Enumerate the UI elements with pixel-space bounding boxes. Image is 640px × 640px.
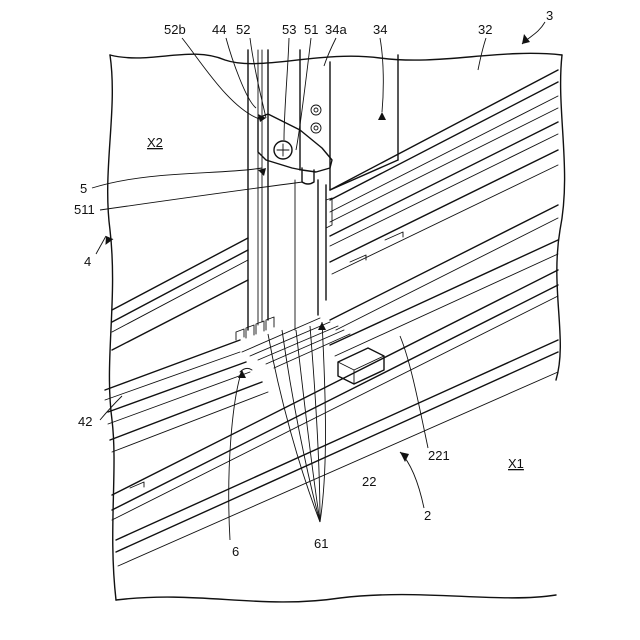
leader-4 xyxy=(96,236,106,254)
label-3: 3 xyxy=(546,8,553,23)
leader-34 xyxy=(380,38,383,112)
connector-221 xyxy=(338,348,384,384)
frame-32-edge-3 xyxy=(330,96,558,212)
leader-61-e xyxy=(320,322,326,522)
fin-1 xyxy=(236,329,244,340)
label-52: 52 xyxy=(236,22,250,37)
label-61: 61 xyxy=(314,536,328,551)
screw-53-cross xyxy=(277,144,289,156)
frame-32-edge-4 xyxy=(330,108,558,222)
arrow-3 xyxy=(522,34,530,44)
arrow-61 xyxy=(318,322,326,330)
hole-upper xyxy=(311,105,321,115)
rail-22-edge-2 xyxy=(112,285,558,510)
hole-lower xyxy=(311,123,321,133)
frame-4-edge-3 xyxy=(112,260,248,332)
break-lines xyxy=(108,53,565,602)
rail-42-edge-3 xyxy=(108,362,246,412)
label-5: 5 xyxy=(80,181,87,196)
label-X2: X2 xyxy=(147,135,163,150)
post-44-bracket xyxy=(326,198,332,228)
label-6: 6 xyxy=(232,544,239,559)
rail-42-edge-4 xyxy=(108,372,250,424)
label-34: 34 xyxy=(373,22,387,37)
label-32: 32 xyxy=(478,22,492,37)
label-34a: 34a xyxy=(325,22,347,37)
rail-22-edge-4 xyxy=(116,340,558,540)
label-53: 53 xyxy=(282,22,296,37)
fin-3 xyxy=(256,321,264,334)
panel-34-bottom-edge xyxy=(330,160,398,190)
fins-61 xyxy=(236,317,350,368)
leader-52b xyxy=(182,38,262,120)
leader-5 xyxy=(92,168,262,188)
label-511: 511 xyxy=(74,202,95,217)
frame-32-edge-1 xyxy=(330,70,558,190)
fin-4 xyxy=(266,317,274,330)
connector-221-box xyxy=(338,348,384,384)
top-break-line xyxy=(110,53,562,63)
frame-4 xyxy=(112,238,248,350)
rail-42-edge-2 xyxy=(105,352,240,400)
frame-4-edge-4 xyxy=(112,280,248,350)
frame-4-edge-2 xyxy=(112,250,248,322)
label-44: 44 xyxy=(212,22,226,37)
fin-2 xyxy=(246,325,254,338)
frame-32-edge-6 xyxy=(330,134,558,246)
leader-32 xyxy=(478,38,486,70)
bracket-5-body xyxy=(258,114,332,172)
label-22: 22 xyxy=(362,474,376,489)
label-52b: 52b xyxy=(164,22,186,37)
bracket-5 xyxy=(258,114,332,184)
frame-32-edge-5 xyxy=(330,122,558,236)
label-X1: X1 xyxy=(508,456,524,471)
rail-lower xyxy=(105,205,558,566)
label-221: 221 xyxy=(428,448,450,463)
frame-32 xyxy=(330,70,558,274)
leader-61-b xyxy=(282,330,320,522)
label-4: 4 xyxy=(84,254,91,269)
leader-2 xyxy=(400,452,424,508)
hole-lower-inner xyxy=(314,126,318,130)
frame-4-edge-1 xyxy=(112,238,248,310)
label-2: 2 xyxy=(424,508,431,523)
arrow-2 xyxy=(400,452,409,462)
rail-42-edge-1 xyxy=(105,340,240,390)
leader-61-d xyxy=(310,326,320,522)
rail-22-edge-6 xyxy=(118,372,558,566)
bottom-break-line xyxy=(116,595,556,602)
leader-511 xyxy=(100,182,303,210)
post-44 xyxy=(248,50,332,330)
rail-22-edge-3 xyxy=(112,296,558,520)
label-51: 51 xyxy=(304,22,318,37)
hole-upper-inner xyxy=(314,108,318,112)
frame-32-edge-2 xyxy=(330,82,558,200)
arrows xyxy=(102,34,530,462)
right-break-line xyxy=(556,55,565,380)
arrow-34 xyxy=(378,112,386,120)
label-42: 42 xyxy=(78,414,92,429)
frame-32-edge-7 xyxy=(330,150,558,262)
